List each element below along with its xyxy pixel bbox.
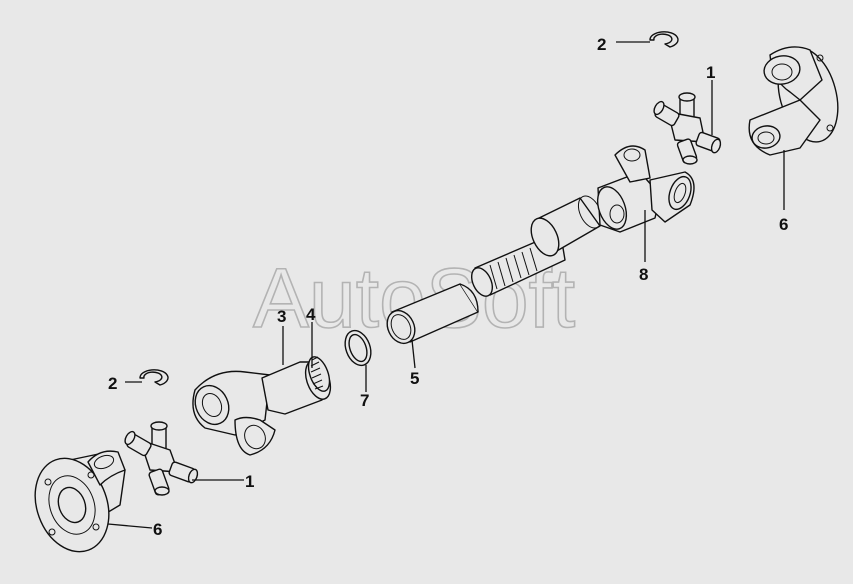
callout-6-left: 6 [153,520,162,539]
part-2-left-snap-ring[interactable] [139,369,169,386]
part-2-right-snap-ring[interactable] [649,31,679,48]
part-6-right-flange-yoke[interactable] [748,41,847,156]
part-6-left-flange-yoke[interactable] [23,448,126,562]
callout-2-left: 2 [108,374,117,393]
part-4-splined-section[interactable] [304,354,333,394]
callout-7: 7 [360,391,369,410]
part-1-left-universal-joint-cross[interactable] [123,421,199,496]
callout-4: 4 [306,305,316,324]
splined-shaft[interactable] [468,192,607,299]
part-7-seal-ring[interactable] [341,327,376,369]
leader-lines [107,41,785,529]
callout-6-right: 6 [779,215,788,234]
part-5-sleeve-tube[interactable] [382,283,479,348]
part-8-right-yoke[interactable] [592,145,695,233]
part-1-right-universal-joint-cross[interactable] [652,92,722,165]
callout-2-top: 2 [597,35,606,54]
callout-3: 3 [277,307,286,326]
callout-1-right: 1 [706,63,715,82]
callout-5: 5 [410,369,419,388]
callout-1-left: 1 [245,472,254,491]
callout-8: 8 [639,265,648,284]
